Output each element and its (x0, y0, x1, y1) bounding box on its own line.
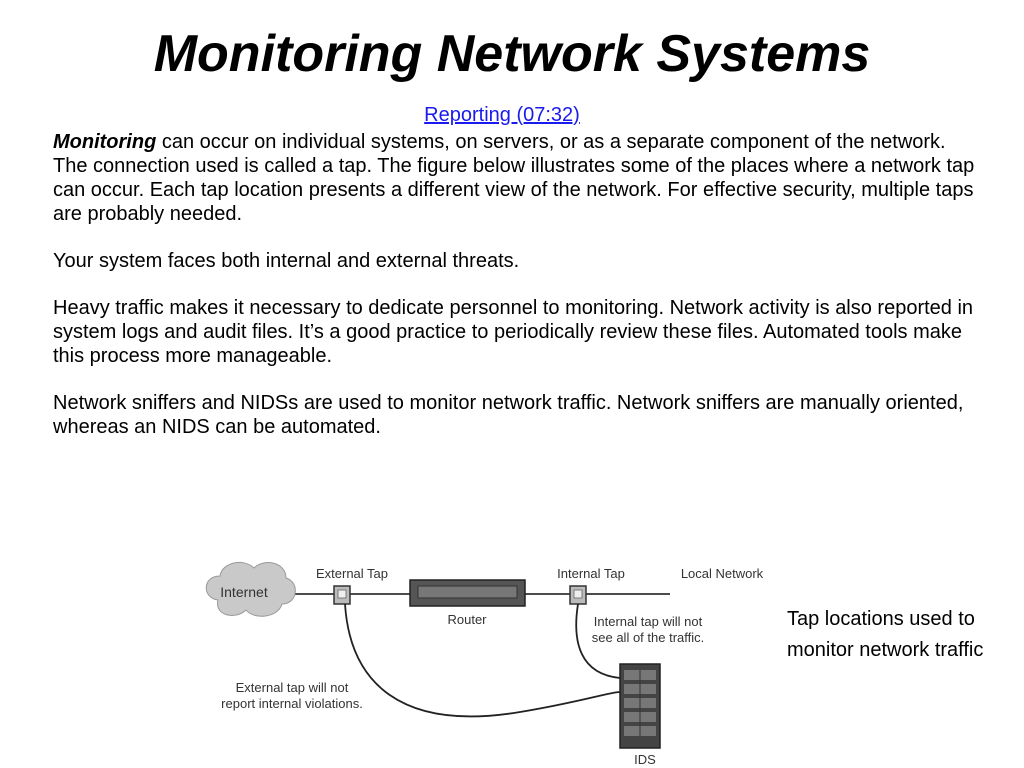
ids-label: IDS (634, 752, 656, 767)
internal-tap-note-line1: Internal tap will not (594, 614, 703, 629)
figure-caption: Tap locations used to monitor network tr… (787, 608, 984, 661)
router-icon (409, 579, 526, 607)
paragraph-traffic: Heavy traffic makes it necessary to dedi… (53, 297, 974, 367)
reporting-link[interactable]: Reporting (07:32) (424, 104, 580, 126)
paragraph-sniffers: Network sniffers and NIDSs are used to m… (53, 392, 964, 438)
paragraph-monitoring: Monitoring can occur on individual syste… (53, 130, 983, 226)
external-tap-icon (333, 585, 351, 605)
paragraph-lead-term: Monitoring (53, 131, 157, 153)
external-tap-cable (344, 603, 621, 718)
body-text: Monitoring can occur on individual syste… (53, 130, 983, 462)
reporting-link-wrap[interactable]: Reporting (07:32) (0, 102, 1004, 128)
slide-title: Monitoring Network Systems (153, 25, 871, 83)
paragraph-threats: Your system faces both internal and exte… (53, 250, 520, 272)
external-tap-label: External Tap (316, 566, 388, 581)
external-tap-note-line2: report internal violations. (221, 696, 363, 711)
internal-tap-label: Internal Tap (557, 566, 625, 581)
internal-tap-cable (575, 603, 621, 679)
internet-label: Internet (220, 584, 268, 600)
ids-server-icon (619, 663, 661, 749)
external-tap-note-line1: External tap will not (236, 680, 349, 695)
internet-cloud-icon (205, 561, 296, 617)
internal-tap-note-line2: see all of the traffic. (592, 630, 705, 645)
paragraph-monitoring-rest: can occur on individual systems, on serv… (53, 131, 975, 225)
internal-tap-icon (569, 585, 587, 605)
local-network-label: Local Network (681, 566, 764, 581)
tap-diagram: Internet External Tap Router Internal Ta… (205, 561, 764, 767)
router-label: Router (447, 612, 487, 627)
